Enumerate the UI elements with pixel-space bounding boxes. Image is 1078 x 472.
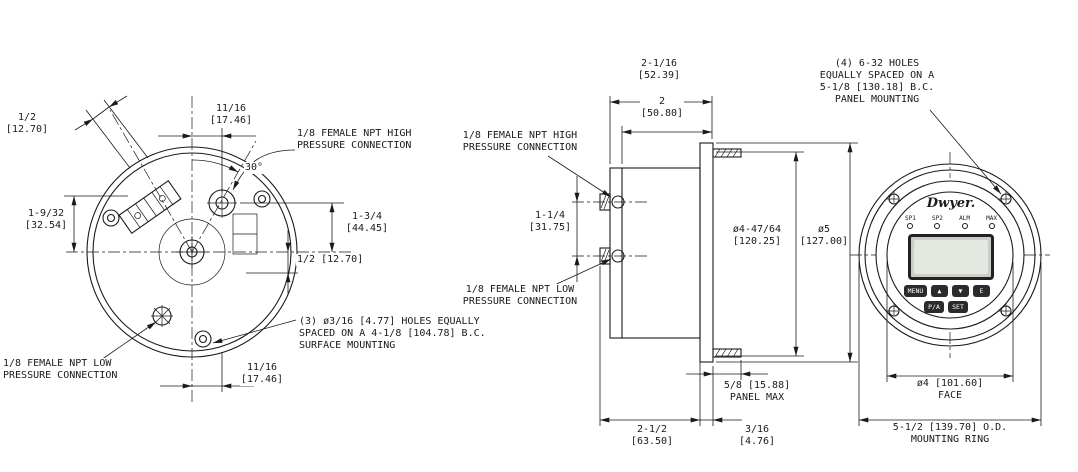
rear-low-pressure-port (151, 305, 173, 327)
led-alm-indicator-icon (961, 223, 968, 229)
dim-label-mounting-ring: 5-1/2 [139.70] O.D. MOUNTING RING (891, 422, 1009, 446)
note-low-pressure-rear: 1/8 FEMALE NPT LOW PRESSURE CONNECTION (2, 358, 119, 382)
terminal-block (118, 180, 182, 234)
dim-label-1-9-32: 1-9/32 [32.54] (23, 208, 69, 232)
led-sp1-indicator-icon (907, 223, 914, 229)
dim-label-11-16-top: 11/16 [17.46] (208, 103, 254, 127)
side-view-linework (547, 96, 858, 426)
dim-label-11-16-bottom: 11/16 [17.46] (239, 362, 285, 386)
dim-label-half-top-rear: 1/2 [12.70] (4, 112, 50, 136)
led-sp2-label: SP2 (932, 215, 943, 222)
note-high-pressure-rear: 1/8 FEMALE NPT HIGH PRESSURE CONNECTION (296, 128, 413, 152)
led-alm: ALM (959, 216, 970, 229)
lcd-display (908, 234, 994, 280)
dim-label-half-mid: 1/2 [12.70] (296, 254, 365, 266)
led-alm-label: ALM (959, 215, 970, 222)
led-sp1-label: SP1 (905, 215, 916, 222)
dim-label-3-16: 3/16 [4.76] (737, 424, 777, 448)
led-max: MAX (986, 216, 997, 229)
brand-logo: Dwyer. (926, 196, 976, 211)
note-panel-mounting-holes: (4) 6-32 HOLES EQUALLY SPACED ON A 5-1/8… (818, 58, 936, 106)
note-low-pressure-side: 1/8 FEMALE NPT LOW PRESSURE CONNECTION (461, 284, 579, 308)
note-surface-mounting-holes: (3) ø3/16 [4.77] HOLES EQUALLY SPACED ON… (298, 316, 487, 352)
led-max-indicator-icon (988, 223, 995, 229)
dim-label-1-3-4: 1-3/4 [44.45] (344, 211, 390, 235)
pa-key: P/A (924, 301, 944, 313)
dim-label-face-dia: ø4 [101.60] FACE (915, 378, 985, 402)
dim-label-2: 2 [50.80] (639, 96, 685, 120)
led-max-label: MAX (986, 215, 997, 222)
status-led-row: SP1 SP2 ALM MAX (905, 216, 997, 229)
dim-label-2-1-2: 2-1/2 [63.50] (629, 424, 675, 448)
led-sp2-indicator-icon (934, 223, 941, 229)
set-key: SET (948, 301, 968, 313)
dim-label-1-1-4: 1-1/4 [31.75] (527, 210, 573, 234)
front-panel-mounting-holes (886, 191, 1014, 319)
menu-key: MENU (904, 285, 927, 297)
led-sp2: SP2 (932, 216, 943, 229)
dim-label-dia-5: ø5 [127.00] (798, 224, 850, 248)
dim-label-panel-max: 5/8 [15.88] PANEL MAX (722, 380, 792, 404)
rear-high-pressure-port (207, 188, 237, 218)
up-key: ▲ (931, 285, 948, 297)
lcd-screen (914, 240, 988, 274)
dim-label-30-deg: 30° (243, 162, 265, 174)
down-key: ▼ (952, 285, 969, 297)
dim-label-2-1-16: 2-1/16 [52.39] (636, 58, 682, 82)
led-sp1: SP1 (905, 216, 916, 229)
rear-view-linework (64, 95, 352, 402)
dim-label-dia-4-47-64: ø4-47/64 [120.25] (731, 224, 783, 248)
enter-key: E (973, 285, 990, 297)
note-high-pressure-side: 1/8 FEMALE NPT HIGH PRESSURE CONNECTION (461, 130, 579, 154)
front-view-linework (850, 109, 1050, 426)
rear-mounting-holes (102, 190, 271, 348)
